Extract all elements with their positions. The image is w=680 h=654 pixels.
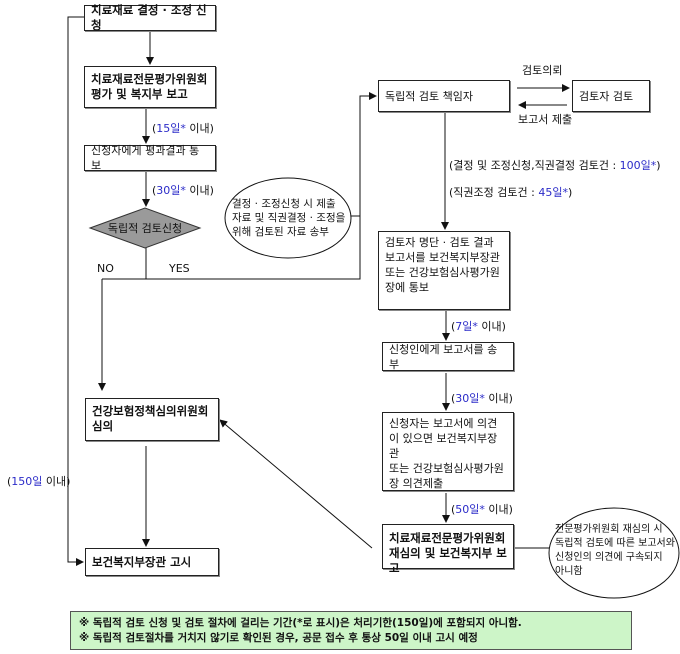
t: 7일* bbox=[455, 320, 478, 333]
t: 또는 건강보험심사평가원 bbox=[389, 462, 504, 475]
t: 신청인의 의견에 구속되지 bbox=[555, 552, 663, 563]
t: 결정 · 조정신청 시 제출 bbox=[232, 198, 336, 210]
ellipse-left bbox=[224, 177, 352, 259]
t: ) bbox=[656, 159, 661, 172]
t: 이내) bbox=[185, 122, 214, 135]
arrow-rereview-policy bbox=[219, 419, 373, 549]
t: 30일* bbox=[156, 184, 186, 197]
t: 이내) bbox=[484, 503, 513, 516]
t: ( bbox=[152, 184, 157, 197]
t: ( bbox=[451, 320, 456, 333]
t: 45일* bbox=[538, 186, 568, 199]
footnote-1: ※ 독립적 검토 신청 및 검토 절차에 걸리는 기간(*로 표시)은 처리기한… bbox=[79, 617, 522, 629]
t: 이내) bbox=[484, 392, 513, 405]
no-label: NO bbox=[97, 262, 114, 275]
t: ( bbox=[451, 392, 456, 405]
period-150: (150일 이내) bbox=[7, 473, 70, 489]
footnote-2: ※ 독립적 검토절차를 거치지 않기로 확인된 경우, 공문 접수 후 통상 5… bbox=[79, 632, 478, 644]
t: 자료 및 직권결정 · 조정을 bbox=[232, 212, 346, 224]
send-box: 신청인에게 보고서를 송부 bbox=[382, 342, 514, 371]
decision-label: 독립적 검토신청 bbox=[107, 222, 183, 235]
t: 독립적 검토에 따른 보고서와 bbox=[555, 538, 675, 549]
period-15: (15일* 이내) bbox=[152, 120, 214, 136]
t: 전문평가위원회 재심의 시 bbox=[555, 524, 663, 535]
footnote-box: ※ 독립적 검토 신청 및 검토 절차에 걸리는 기간(*로 표시)은 처리기한… bbox=[70, 611, 632, 650]
period-45: (직권조정 검토건 : 45일*) bbox=[449, 184, 572, 200]
text: 치료재료전문평가위원회 bbox=[91, 72, 208, 86]
t: 아니함 bbox=[555, 566, 583, 577]
t: 재심의 및 보건복지부 보고 bbox=[389, 546, 507, 575]
period-100: (결정 및 조정신청,직권결정 검토건 : 100일*) bbox=[449, 157, 661, 173]
yes-path bbox=[102, 92, 377, 280]
t: 15일* bbox=[156, 122, 186, 135]
text: 평가 및 복지부 보고 bbox=[91, 87, 188, 101]
decision-diamond bbox=[88, 207, 202, 249]
period-30-right: (30일* 이내) bbox=[451, 390, 513, 406]
t: 이내) bbox=[42, 475, 71, 488]
t: ( bbox=[7, 475, 12, 488]
t: 장에 통보 bbox=[385, 281, 429, 294]
t: 신청자는 보고서에 의견 bbox=[389, 417, 498, 430]
bracket-150-days bbox=[67, 16, 84, 566]
t: 이 있으면 보건복지부장관 bbox=[389, 432, 498, 460]
t: 보고서를 보건복지부장관 bbox=[385, 251, 500, 264]
t: 100일* bbox=[619, 159, 657, 172]
submit-label: 보고서 제출 bbox=[518, 113, 573, 126]
announce-box: 보건복지부장관 고시 bbox=[85, 548, 219, 576]
reviewer-box: 검토자 검토 bbox=[572, 80, 650, 112]
t: 50일* bbox=[455, 503, 485, 516]
t: (직권조정 검토건 : bbox=[449, 186, 539, 199]
t: 치료재료전문평가위원회 bbox=[389, 531, 506, 545]
apply-box: 치료재료 결정 · 조정 신청 bbox=[84, 3, 216, 32]
t: ( bbox=[152, 122, 157, 135]
t: ( bbox=[451, 503, 456, 516]
request-label: 검토의뢰 bbox=[522, 64, 563, 77]
t: 장 의견제출 bbox=[389, 477, 444, 490]
notify-box: 신청자에게 평과결과 통보 bbox=[84, 144, 216, 172]
t: 위해 검토된 자료 송부 bbox=[232, 226, 329, 238]
period-30-left: (30일* 이내) bbox=[152, 182, 214, 198]
t: 이내) bbox=[477, 320, 506, 333]
t: (결정 및 조정신청,직권결정 검토건 : bbox=[449, 159, 620, 172]
t: 심의 bbox=[92, 419, 114, 433]
t: 검토자 명단 · 검토 결과 bbox=[385, 236, 494, 249]
t: 이내) bbox=[185, 184, 214, 197]
period-50: (50일* 이내) bbox=[451, 501, 513, 517]
t: 150일 bbox=[11, 475, 43, 488]
period-7: (7일* 이내) bbox=[451, 318, 506, 334]
ellipse-right bbox=[548, 507, 680, 599]
yes-label: YES bbox=[169, 262, 190, 275]
t: 30일* bbox=[455, 392, 485, 405]
manager-box: 독립적 검토 책임자 bbox=[378, 80, 510, 112]
t: 건강보험정책심의위원회 bbox=[92, 404, 209, 418]
t: 또는 건강보험심사평가원 bbox=[385, 266, 500, 279]
t: ) bbox=[567, 186, 573, 199]
